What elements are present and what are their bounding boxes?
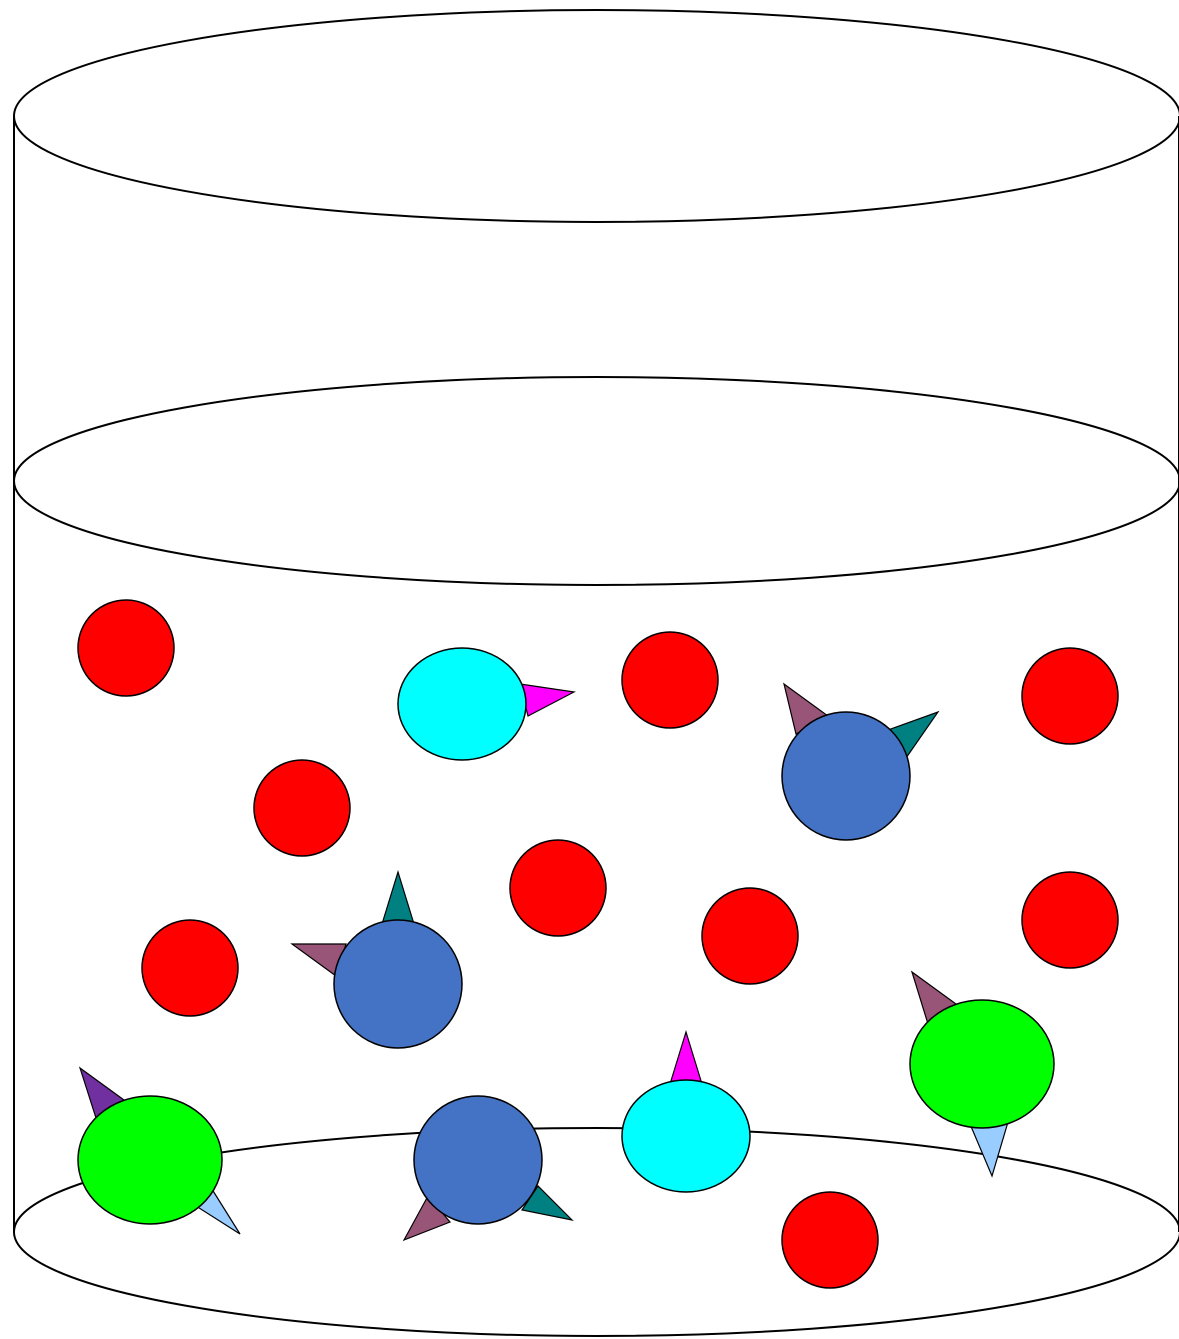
red-ball xyxy=(253,759,351,857)
cylinder xyxy=(13,9,1179,1337)
blue-molecule xyxy=(402,1095,574,1242)
red-ball xyxy=(701,887,799,985)
cylinder-base xyxy=(13,1127,1179,1337)
cyan-ball xyxy=(621,1079,751,1193)
blue-ball xyxy=(781,711,911,841)
magenta-spike xyxy=(669,1029,703,1085)
red-particles xyxy=(77,599,1119,1289)
red-ball xyxy=(1021,871,1119,969)
red-ball xyxy=(509,839,607,937)
cylinder-top-rim xyxy=(13,9,1179,223)
red-ball xyxy=(781,1191,879,1289)
blue-molecule xyxy=(290,869,463,1049)
blue-ball xyxy=(413,1095,543,1225)
cyan-ball xyxy=(397,647,527,761)
teal-spike xyxy=(381,869,415,925)
cyan-molecule xyxy=(621,1029,751,1193)
light-blue-spike xyxy=(969,1121,1009,1178)
red-ball xyxy=(1021,647,1119,745)
cyan-molecule xyxy=(397,647,576,761)
green-molecule xyxy=(77,1066,241,1235)
magenta-spike xyxy=(519,683,576,717)
green-ball xyxy=(909,999,1055,1129)
green-ball xyxy=(77,1095,223,1225)
red-ball xyxy=(77,599,175,697)
red-ball xyxy=(621,631,719,729)
blue-molecule xyxy=(781,682,940,841)
red-ball xyxy=(141,919,239,1017)
blue-ball xyxy=(333,919,463,1049)
liquid-surface xyxy=(13,376,1179,586)
green-molecule xyxy=(909,970,1055,1178)
